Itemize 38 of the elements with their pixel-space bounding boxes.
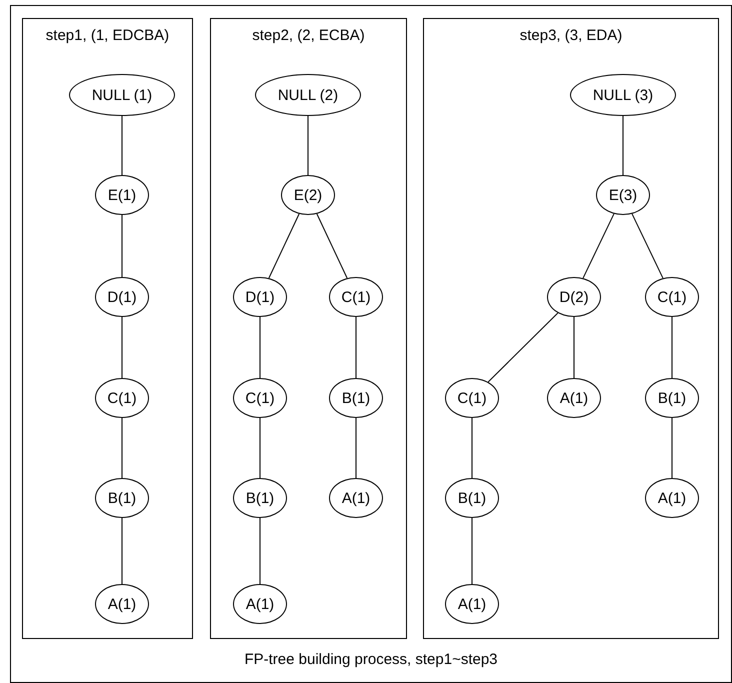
panel-title: step2, (2, ECBA) (251, 27, 366, 44)
tree-edge (316, 213, 348, 279)
tree-node-ellipse: B(1) (95, 478, 149, 518)
tree-node-ellipse: A(1) (329, 478, 383, 518)
tree-node-ellipse: C(1) (445, 378, 499, 418)
tree-node-ellipse: B(1) (645, 378, 699, 418)
tree-edge (622, 116, 624, 176)
panel-title: step3, (3, EDA) (518, 27, 624, 44)
tree-node-ellipse: A(1) (233, 584, 287, 624)
panel-title: step1, (1, EDCBA) (44, 27, 170, 44)
tree-edge (488, 312, 558, 382)
step-panel (423, 18, 719, 639)
tree-node-ellipse: D(2) (547, 277, 601, 317)
tree-node-ellipse: C(1) (95, 378, 149, 418)
tree-edge (268, 213, 300, 279)
caption: FP-tree building process, step1~step3 (243, 651, 499, 668)
tree-node-ellipse: B(1) (233, 478, 287, 518)
step-panel (210, 18, 407, 639)
tree-node-ellipse: NULL (2) (255, 74, 361, 116)
tree-node-ellipse: A(1) (645, 478, 699, 518)
tree-node-ellipse: C(1) (329, 277, 383, 317)
tree-node-ellipse: B(1) (329, 378, 383, 418)
step-panel (22, 18, 193, 639)
tree-node-ellipse: E(3) (596, 175, 650, 215)
tree-node-ellipse: C(1) (645, 277, 699, 317)
tree-node-ellipse: A(1) (547, 378, 601, 418)
tree-node-ellipse: B(1) (445, 478, 499, 518)
tree-node-ellipse: D(1) (95, 277, 149, 317)
tree-node-ellipse: C(1) (233, 378, 287, 418)
tree-node-ellipse: NULL (1) (69, 74, 175, 116)
tree-node-ellipse: E(2) (281, 175, 335, 215)
tree-node-ellipse: NULL (3) (570, 74, 676, 116)
tree-node-ellipse: A(1) (95, 584, 149, 624)
tree-edge (632, 213, 664, 279)
tree-node-ellipse: A(1) (445, 584, 499, 624)
tree-node-ellipse: E(1) (95, 175, 149, 215)
tree-edge (582, 213, 614, 279)
tree-node-ellipse: D(1) (233, 277, 287, 317)
